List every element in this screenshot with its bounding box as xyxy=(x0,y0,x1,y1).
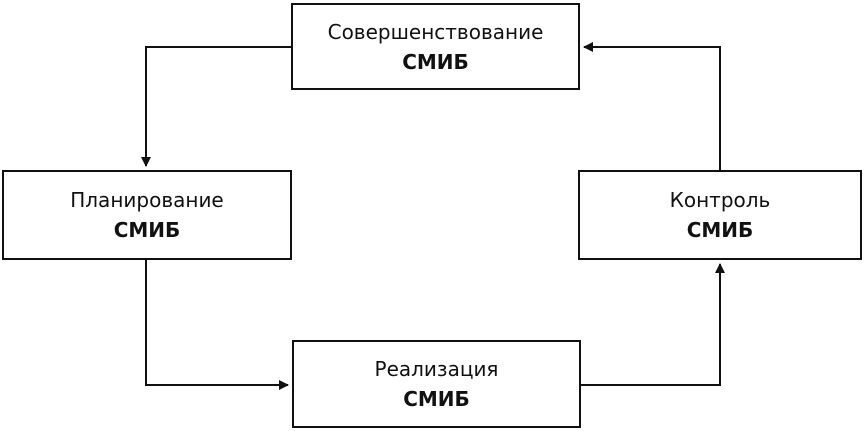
implementation-subtitle: СМИБ xyxy=(403,387,470,411)
arrow-plan-to-impl xyxy=(145,260,289,390)
control-node: Контроль СМИБ xyxy=(578,170,862,260)
control-title: Контроль xyxy=(669,188,771,212)
implementation-node: Реализация СМИБ xyxy=(292,340,581,428)
planning-subtitle: СМИБ xyxy=(113,218,181,242)
arrow-improve-to-plan xyxy=(141,46,291,167)
planning-title: Планирование xyxy=(70,188,224,212)
planning-node: Планирование СМИБ xyxy=(2,170,292,260)
improvement-title: Совершенствование xyxy=(327,19,544,44)
arrow-impl-to-control xyxy=(581,263,725,386)
control-subtitle: СМИБ xyxy=(686,218,754,242)
arrow-control-to-improve xyxy=(583,42,721,170)
implementation-title: Реализация xyxy=(374,357,499,381)
improvement-subtitle: СМИБ xyxy=(402,49,469,74)
improvement-node: Совершенствование СМИБ xyxy=(291,3,580,90)
